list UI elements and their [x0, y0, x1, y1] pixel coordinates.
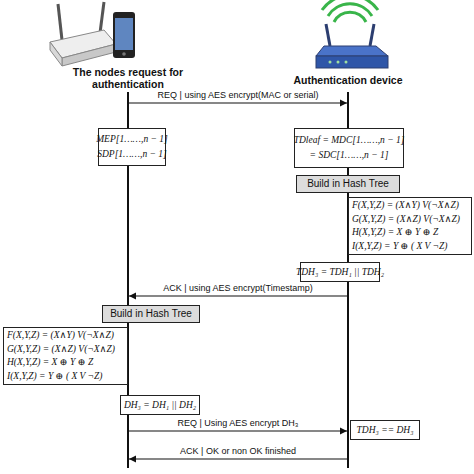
message-label: ACK | using AES encrypt(Timestamp): [129, 283, 347, 294]
phone-body: [113, 12, 135, 58]
phone-button: [122, 52, 126, 56]
message-line: [129, 295, 347, 296]
formula-text: SDP[1……,n − 1]: [97, 147, 167, 162]
phone-screen: [115, 18, 133, 50]
arrow-head: [129, 293, 136, 300]
formula-text: MEP[1……,n − 1]: [96, 132, 168, 147]
message-line: [129, 458, 347, 459]
formula-text: = SDC[1……,n − 1]: [310, 148, 389, 163]
formula-text: I(X,Y,Z) = Y ⊕ ( X V ¬Z): [7, 370, 102, 384]
formula-text: F(X,Y,Z) = (X∧Y) V(¬X∧Z): [7, 329, 114, 343]
message-label: ACK | OK or non OK finished: [129, 446, 347, 457]
router-top: [316, 46, 388, 56]
message-arrow: [129, 293, 347, 300]
status-led: [345, 61, 348, 64]
participant-name: The nodes request for authentication: [53, 66, 203, 90]
message-arrow: [129, 428, 347, 435]
antenna: [58, 4, 62, 40]
hash-box: TDH₃ = TDH₁ || TDH₂: [300, 262, 380, 282]
message-label: REQ | Using AES encrypt DH₃: [129, 418, 347, 429]
variable-box: MEP[1……,n − 1]SDP[1……,n − 1]: [98, 128, 166, 166]
router-front: [62, 44, 116, 66]
status-led: [337, 61, 340, 64]
formula-text: I(X,Y,Z) = Y ⊕ ( X V ¬Z): [352, 240, 447, 254]
arrow-head: [340, 100, 347, 107]
router-icon: [50, 2, 116, 66]
signal-arc: [328, 4, 372, 16]
message-line: [129, 430, 347, 431]
arrow-head: [129, 456, 136, 463]
arrow-head: [340, 428, 347, 435]
box-text: Build in Hash Tree: [307, 177, 389, 191]
function-box: F(X,Y,Z) = (X∧Y) V(¬X∧Z)G(X,Y,Z) = (X∧Z)…: [348, 197, 472, 255]
formula-text: H(X,Y,Z) = X ⊕ Y ⊕ Z: [352, 226, 438, 240]
variable-box: TDleaf = MDC[1……,n − 1]= SDC[1……,n − 1]: [294, 128, 404, 168]
formula-text: DH₃ = DH₁ || DH₂: [124, 398, 196, 412]
antenna: [326, 24, 330, 46]
signal-arc: [322, 0, 378, 10]
formula-text: TDleaf = MDC[1……,n − 1]: [294, 133, 405, 148]
message-label: REQ | using AES encrypt(MAC or serial): [129, 90, 347, 101]
phone-icon: [113, 12, 135, 58]
box-text: Build in Hash Tree: [110, 307, 192, 321]
hash-box: DH₃ = DH₁ || DH₂: [120, 395, 200, 415]
function-box: F(X,Y,Z) = (X∧Y) V(¬X∧Z)G(X,Y,Z) = (X∧Z)…: [3, 327, 128, 385]
formula-text: G(X,Y,Z) = (X∧Z) V(¬X∧Z): [352, 213, 460, 227]
formula-text: F(X,Y,Z) = (X∧Y) V(¬X∧Z): [352, 199, 459, 213]
message-arrow: [129, 456, 347, 463]
router-side: [50, 42, 62, 66]
antenna: [370, 24, 374, 46]
router-icon: [316, 0, 388, 68]
status-led: [329, 61, 332, 64]
router-front: [316, 56, 388, 68]
message-arrow: [129, 100, 347, 107]
signal-arc: [334, 12, 366, 22]
antenna: [100, 2, 104, 33]
process-box: Build in Hash Tree: [102, 305, 200, 323]
formula-text: TDH₃ = TDH₁ || TDH₂: [296, 265, 384, 279]
formula-text: TDH₃ == DH₃: [357, 423, 414, 437]
process-box: Build in Hash Tree: [296, 175, 400, 193]
formula-text: H(X,Y,Z) = X ⊕ Y ⊕ Z: [7, 356, 93, 370]
participant-name: Authentication device: [273, 74, 423, 86]
formula-text: G(X,Y,Z) = (X∧Z) V(¬X∧Z): [7, 343, 115, 357]
message-line: [129, 102, 347, 103]
compare-box: TDH₃ == DH₃: [350, 420, 420, 440]
